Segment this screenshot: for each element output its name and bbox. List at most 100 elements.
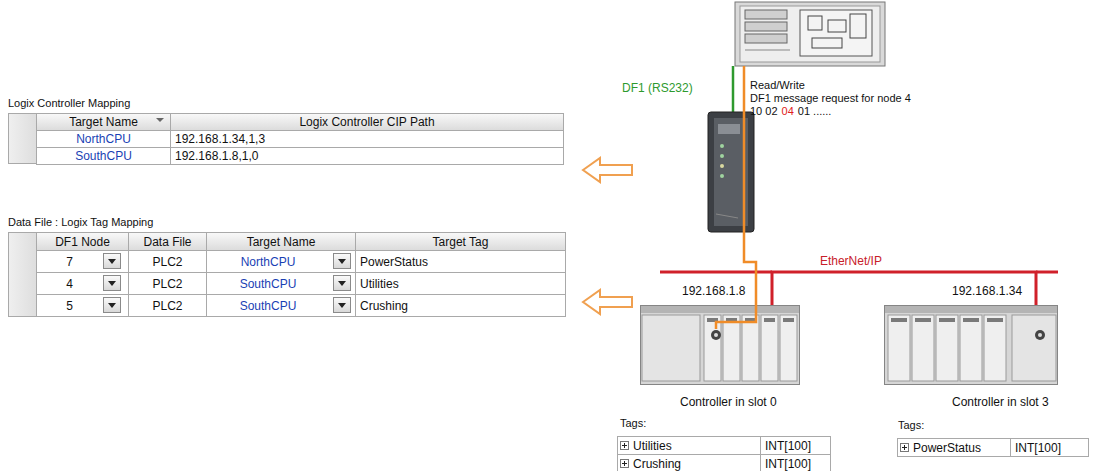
dropdown-button bbox=[103, 253, 121, 269]
computer-illustration bbox=[735, 2, 885, 66]
ethernet-bus bbox=[660, 271, 772, 274]
dropdown-button bbox=[333, 253, 351, 269]
computer-illustration bbox=[828, 20, 846, 32]
ip-address: 192.168.1.8 bbox=[682, 284, 745, 298]
computer-illustration bbox=[812, 38, 842, 48]
chassis-drawing bbox=[939, 318, 955, 322]
ethernet-bus bbox=[1036, 271, 1058, 274]
chassis-drawing bbox=[891, 318, 907, 322]
chassis-drawing bbox=[641, 306, 799, 313]
table-row-header bbox=[8, 232, 37, 317]
gateway-illustration bbox=[708, 112, 754, 232]
expand-icon bbox=[900, 443, 909, 452]
gateway-illustration bbox=[720, 154, 724, 158]
chassis-drawing bbox=[642, 315, 700, 381]
chassis-drawing bbox=[888, 315, 910, 381]
message-note: Read/Write bbox=[750, 78, 805, 92]
chassis-drawing bbox=[885, 306, 1058, 385]
table-cell: Crushing bbox=[617, 454, 761, 471]
computer-illustration bbox=[735, 2, 885, 66]
table-cell: PLC2 bbox=[128, 294, 207, 317]
column-header: Logix Controller CIP Path bbox=[170, 113, 564, 131]
expand-icon bbox=[620, 459, 629, 468]
chassis-drawing bbox=[936, 315, 958, 381]
controller-chassis: 192.168.1.34Controller in slot 3 bbox=[884, 305, 1058, 385]
chassis-drawing bbox=[915, 318, 931, 322]
chassis-drawing bbox=[714, 333, 718, 337]
dropdown-button bbox=[333, 297, 351, 313]
message-note: DF1 message request for node 4 bbox=[750, 91, 911, 105]
gateway-illustration bbox=[720, 174, 724, 178]
table-cell: Utilities bbox=[355, 272, 566, 295]
gateway-illustration bbox=[718, 124, 740, 134]
chassis-drawing bbox=[742, 315, 759, 381]
computer-illustration bbox=[800, 10, 872, 56]
chassis-drawing bbox=[885, 306, 1057, 313]
rs232-cable bbox=[732, 66, 735, 112]
table-row-header bbox=[8, 113, 37, 164]
chassis-drawing bbox=[783, 318, 794, 322]
chassis-drawing bbox=[641, 306, 800, 385]
gateway-illustration bbox=[720, 144, 724, 148]
computer-illustration bbox=[745, 22, 787, 31]
expand-icon bbox=[620, 441, 629, 450]
chassis-drawing bbox=[761, 315, 778, 381]
chassis-drawing bbox=[1012, 315, 1056, 381]
pointer-arrow bbox=[583, 290, 632, 314]
dropdown-button bbox=[103, 275, 121, 291]
table-cell: SouthCPU bbox=[36, 147, 171, 165]
computer-illustration bbox=[745, 50, 790, 51]
table-title: Logix Controller Mapping bbox=[8, 96, 130, 110]
table-title: Tags: bbox=[620, 416, 646, 430]
table-cell: PowerStatus bbox=[355, 250, 566, 273]
table-cell: NorthCPU bbox=[36, 130, 171, 148]
computer-illustration bbox=[745, 34, 787, 43]
ethernet-link bbox=[772, 272, 1036, 305]
table-cell: 192.168.1.34,1,3 bbox=[170, 130, 564, 148]
chassis-drawing bbox=[884, 305, 1058, 385]
column-header: Data File bbox=[128, 232, 207, 251]
table-title: Data File : Logix Tag Mapping bbox=[8, 215, 153, 229]
chassis-drawing bbox=[723, 315, 740, 381]
table-cell: 192.168.1.8,1,0 bbox=[170, 147, 564, 165]
message-bytes: 01 ...... bbox=[798, 104, 832, 118]
gateway-illustration bbox=[708, 112, 754, 232]
table-cell: PLC2 bbox=[128, 272, 207, 295]
ip-address: 192.168.1.34 bbox=[952, 284, 1022, 298]
chassis-drawing bbox=[745, 318, 756, 322]
interface-label: DF1 (RS232) bbox=[622, 81, 693, 95]
column-header: Target Tag bbox=[355, 232, 566, 251]
chassis-drawing bbox=[764, 318, 775, 322]
table-cell: PLC2 bbox=[128, 250, 207, 273]
controller-caption: Controller in slot 3 bbox=[952, 395, 1049, 409]
chassis-drawing bbox=[963, 318, 979, 322]
node-byte: 04 bbox=[782, 104, 794, 118]
computer-illustration bbox=[740, 6, 880, 62]
table-cell: Crushing bbox=[355, 294, 566, 317]
chassis-drawing bbox=[704, 315, 721, 381]
table-cell: Utilities bbox=[617, 436, 761, 455]
chassis-drawing bbox=[640, 305, 800, 385]
column-header: Target Name bbox=[36, 113, 171, 131]
dropdown-button bbox=[333, 275, 351, 291]
network-label: EtherNet/IP bbox=[817, 254, 885, 268]
controller-chassis: 192.168.1.8Controller in slot 0 bbox=[640, 305, 800, 385]
chassis-drawing bbox=[987, 318, 1003, 322]
chassis-drawing bbox=[1038, 333, 1042, 337]
table-cell: INT[100] bbox=[760, 436, 831, 455]
table-cell: INT[100] bbox=[760, 454, 831, 471]
table-title: Tags: bbox=[898, 418, 924, 432]
gateway-illustration bbox=[714, 118, 748, 226]
chassis-drawing bbox=[1035, 330, 1045, 340]
computer-illustration bbox=[745, 10, 787, 19]
dropdown-button bbox=[103, 297, 121, 313]
chassis-drawing bbox=[780, 315, 797, 381]
column-header: DF1 Node bbox=[36, 232, 129, 251]
computer-illustration bbox=[808, 16, 822, 30]
message-bytes: 10 02 bbox=[750, 104, 778, 118]
table-cell: PowerStatus bbox=[897, 438, 1011, 457]
gateway-illustration bbox=[720, 164, 724, 168]
column-header: Target Name bbox=[206, 232, 356, 251]
computer-illustration bbox=[850, 14, 866, 38]
